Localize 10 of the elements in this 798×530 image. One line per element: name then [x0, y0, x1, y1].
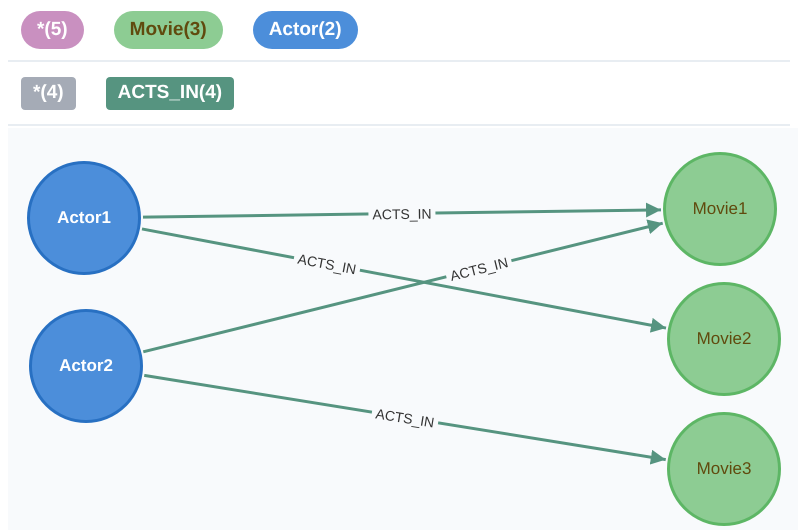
label-badge: ACTS_IN(4): [106, 76, 234, 110]
node-caption: Movie1: [692, 198, 748, 220]
label-badge: *(4): [21, 76, 76, 110]
label-badge: Movie(3): [114, 11, 223, 49]
label-badge: Actor(2): [252, 11, 358, 49]
node-caption: Movie2: [696, 328, 752, 350]
node-caption: Movie3: [696, 458, 752, 480]
label-badge: *(5): [21, 11, 84, 49]
node-caption: Actor2: [59, 355, 113, 378]
node-caption: Actor1: [57, 207, 111, 230]
